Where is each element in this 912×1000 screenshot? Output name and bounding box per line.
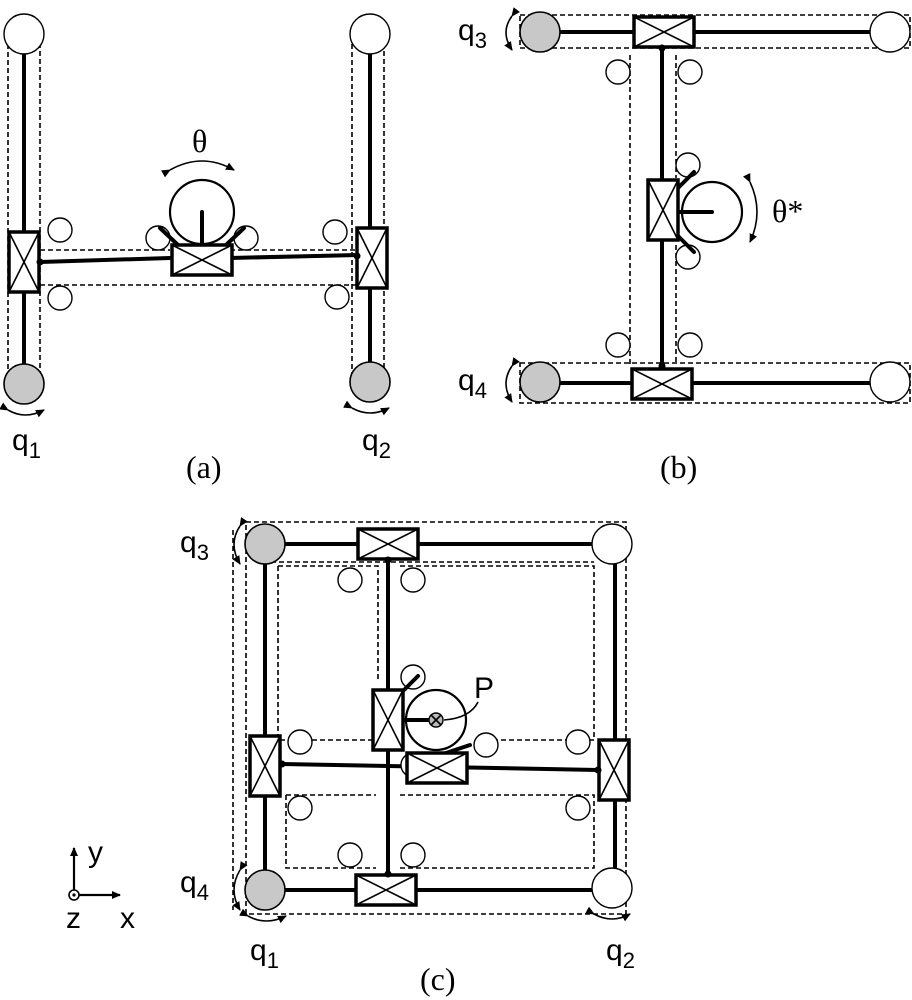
idler-pulley	[565, 795, 591, 821]
joint-dot	[353, 252, 361, 260]
idler-pulley	[145, 225, 171, 251]
joint-dot	[658, 44, 666, 52]
top-carriage-b	[632, 15, 696, 49]
idler-pulley	[473, 732, 499, 758]
idler-pulley	[337, 842, 363, 868]
point-p-marker-cross	[430, 714, 442, 726]
panel-b: q3 q4 θ* (b)	[458, 7, 911, 485]
rotation-arrow-q2	[343, 400, 390, 416]
joint-dot	[594, 766, 602, 774]
q3-label-b: q3	[458, 14, 487, 53]
idler-pulley	[233, 225, 259, 251]
idler-pulley	[47, 217, 73, 243]
rotation-arrow-q3	[504, 7, 520, 51]
crossbar-left-a	[38, 256, 172, 264]
drive-pulley-q4-b	[519, 361, 561, 403]
rotation-arrow-theta	[161, 160, 235, 178]
joint-dot	[278, 760, 286, 768]
end-effector-finger	[224, 226, 246, 247]
q4-label-b: q4	[458, 364, 487, 403]
x-axis-label: x	[120, 902, 135, 935]
panel-c: P q3 q4 q1 q2 (c)	[180, 517, 635, 997]
q1-label-a: q1	[12, 424, 41, 463]
point-p-leader	[443, 701, 479, 721]
bottom-right-pulley-c	[591, 867, 633, 909]
coordinate-axes: y x z	[66, 836, 135, 935]
q2-label-a: q2	[362, 424, 391, 463]
rotation-arrow-q3	[232, 517, 248, 565]
caption-b: (b)	[660, 449, 697, 485]
drive-pulley-q3-b	[519, 11, 561, 53]
idler-pulley	[675, 152, 701, 178]
rotation-arrow-q4	[232, 861, 248, 911]
right-pulley-b	[869, 361, 911, 403]
end-effector-finger	[402, 674, 420, 692]
q3-label-c: q3	[180, 526, 209, 565]
idler-pulley	[400, 842, 426, 868]
idler-pulley	[605, 59, 631, 85]
right-carriage-a	[355, 226, 389, 290]
joint-dot	[384, 556, 392, 564]
vertical-carriage-c	[371, 688, 405, 752]
top-left-pulley-a	[3, 13, 45, 55]
rotation-arrow-theta-star	[742, 173, 758, 243]
idler-pulley	[287, 795, 313, 821]
left-carriage-a	[7, 230, 41, 294]
top-right-pulley-a	[349, 13, 391, 55]
drive-pulley-q2-a	[349, 361, 391, 403]
idler-pulley	[605, 332, 631, 358]
y-axis-label: y	[88, 836, 103, 869]
top-carriage-c	[356, 527, 420, 561]
theta-star-label: θ*	[772, 193, 803, 229]
idler-pulley	[322, 219, 348, 245]
rotation-arrow-q4	[504, 357, 520, 403]
drive-pulley-q3-c	[244, 523, 286, 565]
z-axis-dot	[72, 893, 76, 897]
rotation-arrow-q1	[0, 402, 45, 418]
idler-pulley	[287, 729, 313, 755]
left-carriage-c	[248, 734, 282, 798]
idler-pulley	[400, 664, 426, 690]
joint-dot	[658, 362, 666, 370]
q2-label-c: q2	[606, 934, 635, 973]
idler-pulley	[400, 567, 426, 593]
point-p-label: P	[474, 672, 494, 705]
idler-pulley	[677, 59, 703, 85]
right-carriage-c	[597, 738, 631, 802]
horizontal-carriage-c	[405, 751, 469, 785]
q1-label-c: q1	[250, 934, 279, 973]
belt-path-a	[7, 43, 385, 379]
right-pulley-b	[869, 11, 911, 53]
joint-dot	[384, 870, 392, 878]
top-right-pulley-c	[591, 523, 633, 565]
q4-label-c: q4	[180, 866, 209, 905]
belt-path-b	[519, 14, 911, 404]
drive-pulley-q1-a	[3, 363, 45, 405]
drive-pulley-q4-q1-c	[244, 869, 286, 911]
rotation-arrow-q2	[585, 906, 631, 922]
caption-a: (a)	[186, 449, 222, 485]
crossbar-right-a	[228, 253, 360, 260]
end-effector-finger	[676, 234, 696, 254]
idler-pulley	[565, 729, 591, 755]
idler-pulley	[324, 284, 350, 310]
center-carriage-b	[646, 178, 680, 242]
joint-dot	[36, 258, 44, 266]
theta-label: θ	[192, 123, 207, 159]
z-axis-label: z	[66, 902, 81, 935]
caption-c: (c)	[420, 961, 456, 997]
end-effector-finger	[158, 226, 180, 247]
idler-pulley	[337, 567, 363, 593]
panel-a: θ q1 q2 (a)	[0, 13, 391, 485]
rotation-arrow-q1	[239, 908, 287, 924]
bottom-carriage-b	[630, 367, 694, 401]
end-effector-finger	[676, 170, 696, 190]
bottom-carriage-c	[354, 873, 418, 907]
idler-pulley	[677, 332, 703, 358]
idler-pulley	[47, 285, 73, 311]
center-carriage-a	[170, 243, 234, 277]
